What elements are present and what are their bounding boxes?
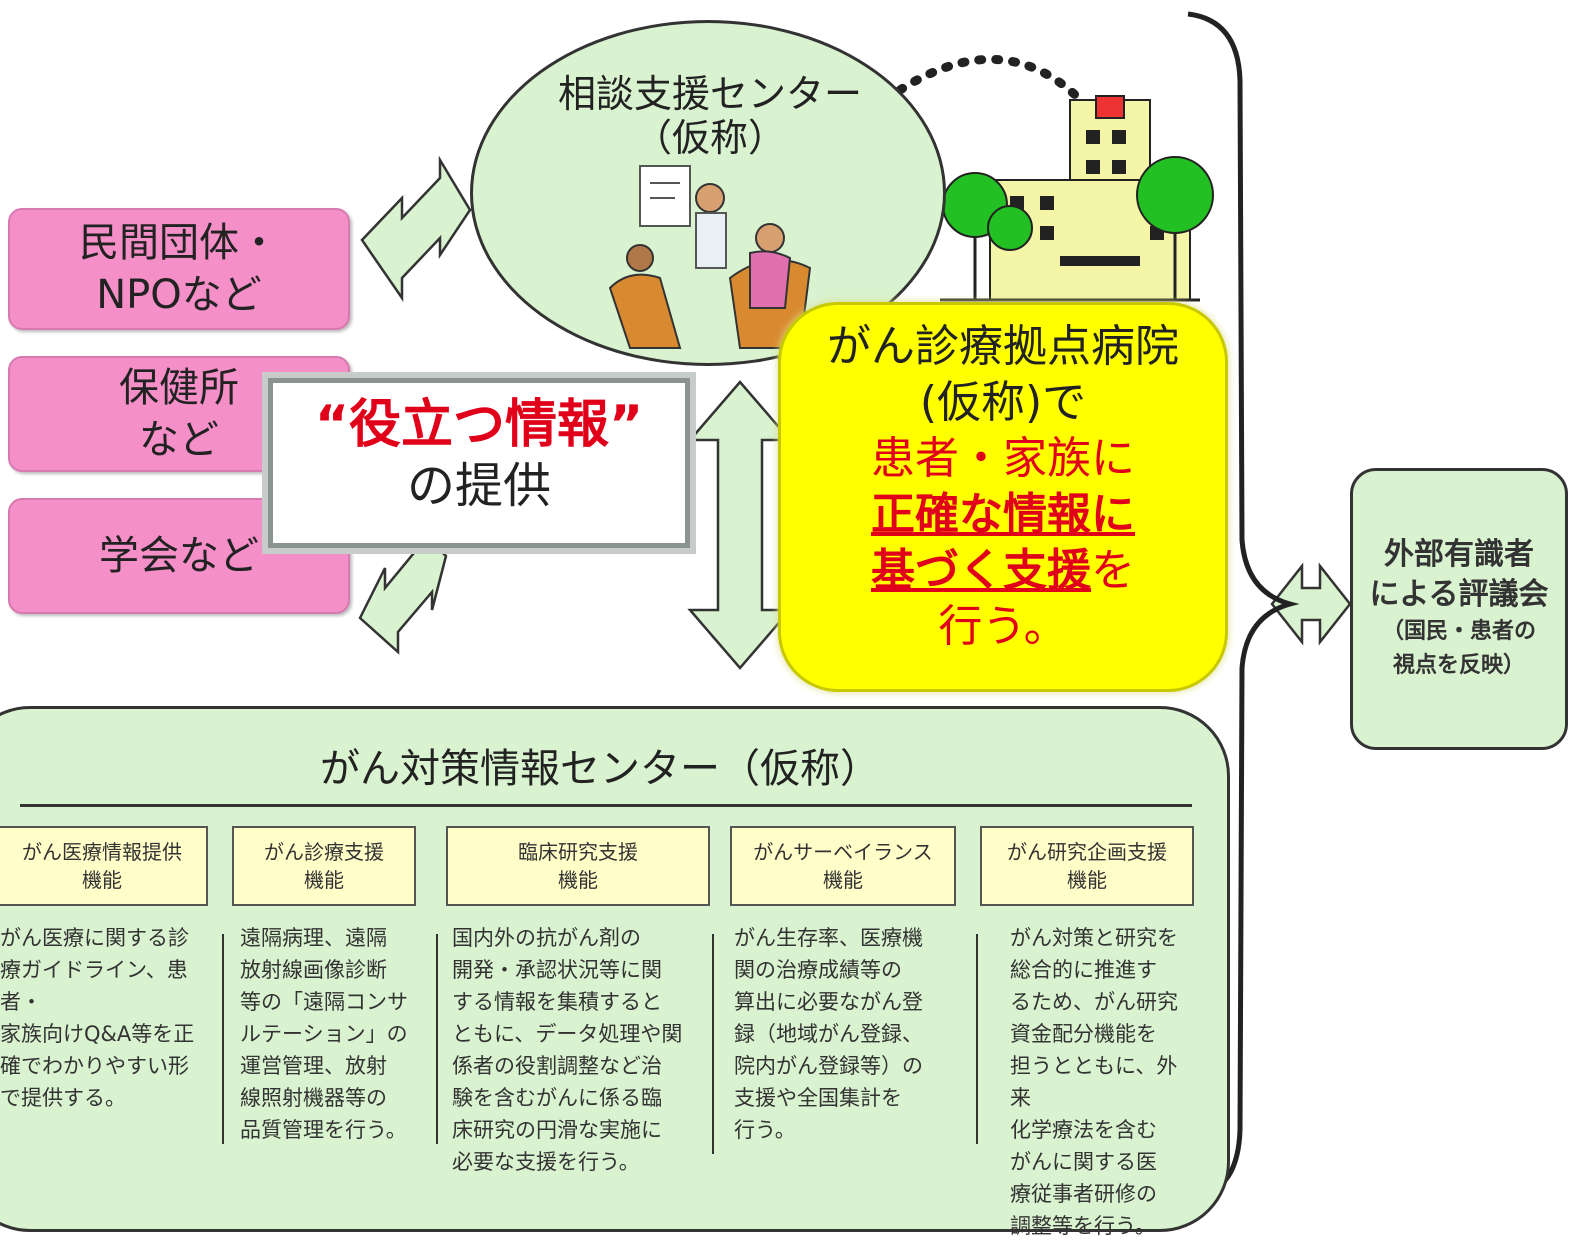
useful-info-title: “役立つ情報” — [314, 395, 644, 455]
counseling-illustration — [608, 165, 812, 349]
double-arrow-society — [358, 527, 448, 655]
external-line-1: 外部有識者 — [1384, 537, 1534, 572]
hospital-line-5: 基づく支援を — [781, 543, 1225, 599]
hospital-line-5a: 基づく支援 — [871, 545, 1091, 596]
function-desc-3: 国内外の抗がん剤の 開発・承認状況等に関 する情報を集積すると ともに、データ処… — [452, 926, 683, 1174]
hospital-line-5b: を — [1091, 545, 1135, 596]
external-line-2: による評議会 — [1369, 577, 1549, 612]
function-head-5: がん研究企画支援 機能 — [980, 826, 1194, 906]
external-committee-box: 外部有識者 による評議会 （国民・患者の 視点を反映） — [1350, 468, 1568, 750]
dotted-link — [895, 54, 1095, 115]
hospital-line-6: 行う。 — [938, 601, 1068, 652]
column-separator — [222, 934, 224, 1144]
hospital-line-3: 患者・家族に — [871, 433, 1135, 484]
right-brace — [1187, 11, 1300, 1199]
function-head-1: がん医療情報提供 機能 — [0, 826, 208, 906]
hospital-support-box: がん診療拠点病院 (仮称)で 患者・家族に 正確な情報に 基づく支援を 行う。 — [778, 302, 1228, 692]
double-arrow-ngo — [360, 155, 472, 303]
function-head-2: がん診療支援 機能 — [232, 826, 416, 906]
diagram-arrows — [358, 11, 1352, 1199]
cancer-info-center-title: がん対策情報センター（仮称） — [320, 746, 880, 792]
double-arrow-vertical — [687, 380, 793, 670]
function-desc-2: 遠隔病理、遠隔 放射線画像診断 等の「遠隔コンサ ルテーション」の 運営管理、放… — [240, 926, 408, 1142]
cancer-info-center-box — [0, 706, 1230, 1232]
function-desc-5: がん対策と研究を 総合的に推進す るため、がん研究 資金配分機能を 担うとともに… — [1010, 926, 1178, 1238]
column-separator — [976, 934, 978, 1144]
hospital-line-4: 正確な情報に — [871, 489, 1135, 540]
title-underline — [20, 804, 1192, 807]
ngo-box: 民間団体・ NPOなど — [8, 208, 350, 330]
consultation-center-title: 相談支援センター （仮称） — [557, 72, 862, 160]
useful-info-box: “役立つ情報” の提供 — [268, 378, 690, 548]
function-head-3: 臨床研究支援 機能 — [446, 826, 710, 906]
external-line-4: 視点を反映） — [1392, 653, 1525, 678]
column-separator — [712, 934, 714, 1154]
hospital-illustration — [940, 95, 1214, 302]
useful-info-subtitle: の提供 — [406, 458, 551, 514]
function-desc-4: がん生存率、医療機 関の治療成績等の 算出に必要ながん登 録（地域がん登録、 院… — [734, 926, 923, 1142]
function-desc-1: がん医療に関する診 療ガイドライン、患者・ 家族向けQ&A等を正 確でわかりやす… — [0, 926, 195, 1110]
hospital-line-1: がん診療拠点病院 — [827, 321, 1179, 372]
column-separator — [436, 934, 438, 1144]
external-line-3: （国民・患者の — [1381, 619, 1536, 644]
function-head-4: がんサーベイランス 機能 — [730, 826, 956, 906]
hospital-line-2: (仮称)で — [919, 377, 1087, 428]
